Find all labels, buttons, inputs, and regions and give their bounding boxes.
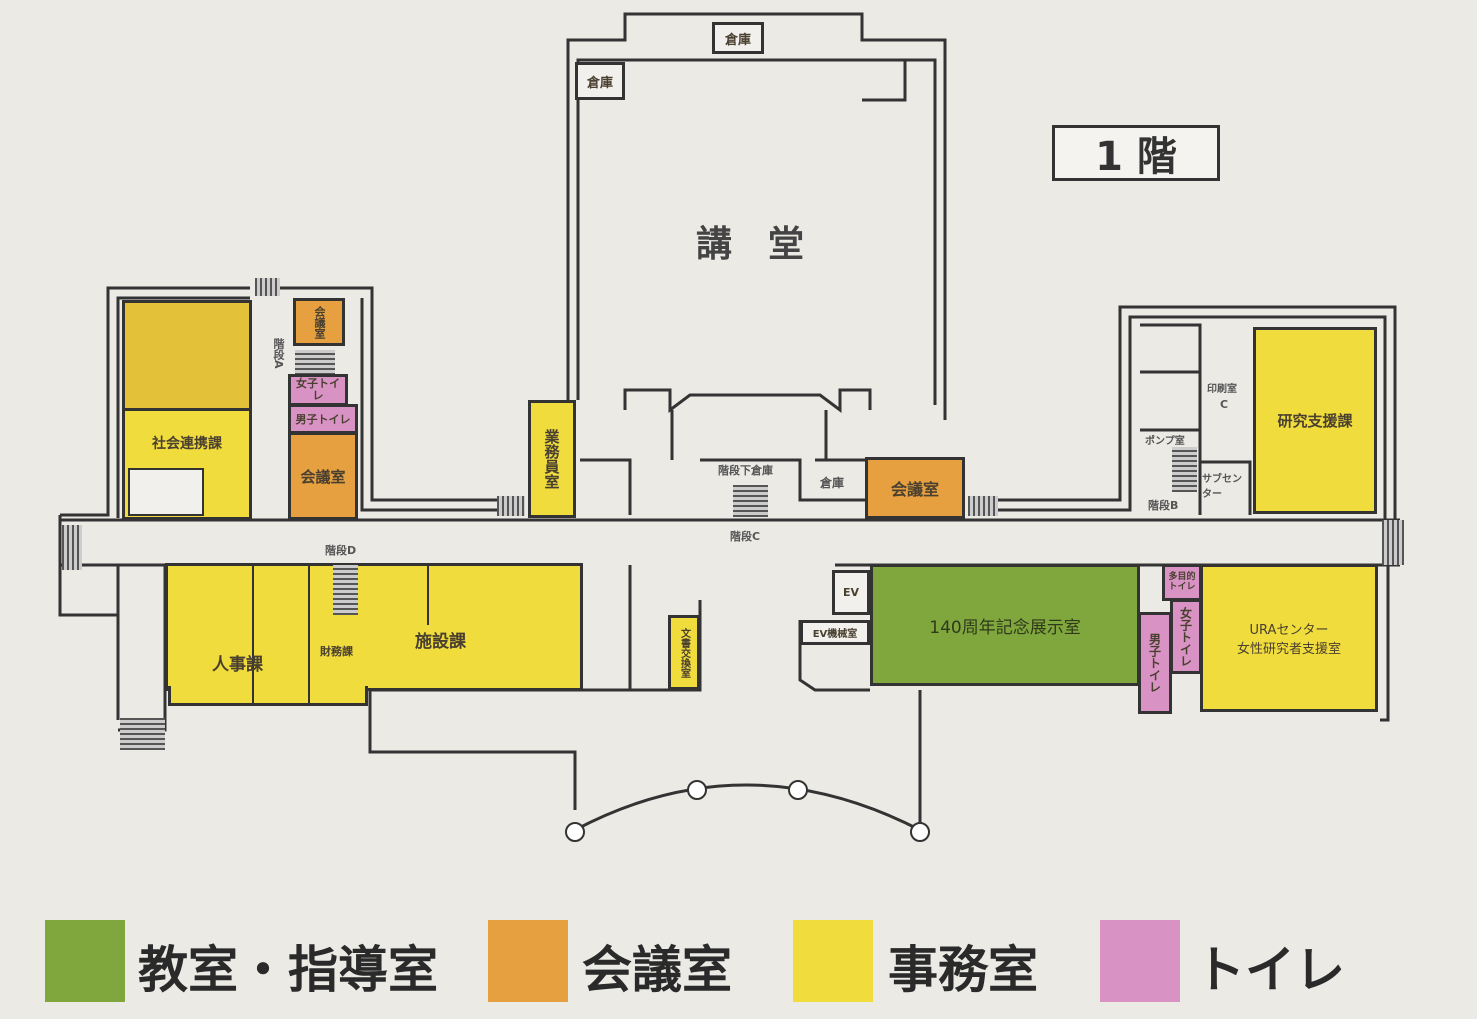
room-multi-toilet: 多目的トイレ (1162, 564, 1202, 601)
room-office-block-lower (168, 686, 368, 706)
stair-under-storage: 階段下倉庫 (718, 464, 773, 477)
room-ev-machine: EV機械室 (800, 620, 870, 645)
room-office-block (165, 563, 583, 691)
stairs-janitor (497, 496, 525, 516)
ura-line1: URAセンター (1249, 623, 1329, 638)
storage-left: 倉庫 (575, 62, 625, 100)
sub-center: サブセンター (1202, 474, 1242, 500)
room-ura-center: URAセンター 女性研究者支援室 (1200, 564, 1378, 712)
room-meeting-right: 会議室 (865, 457, 965, 519)
room-meeting-small: 会議室 (293, 298, 345, 346)
legend-label-meeting: 会議室 (582, 941, 732, 999)
stairs-b-label: 階段B (1148, 499, 1179, 512)
room-research-support: 研究支援課 (1253, 327, 1377, 514)
room-document-exchange: 文書交換室 (668, 615, 700, 690)
room-mens-toilet-right: 男子トイレ (1138, 612, 1172, 714)
stairs-b (1172, 447, 1197, 492)
room-womens-toilet-left: 女子トイレ (288, 374, 348, 406)
room-womens-toilet-right: 女子トイレ (1170, 599, 1202, 674)
room-mens-toilet-left: 男子トイレ (288, 404, 358, 434)
stairs-a (295, 350, 335, 375)
storage-top: 倉庫 (712, 22, 764, 54)
legend-label-toilet: トイレ (1195, 941, 1345, 999)
floor-label: 1 階 (1052, 125, 1220, 181)
divider (252, 565, 254, 705)
legend-swatch-office (793, 920, 873, 1002)
stairs-a-label: 階段A (272, 338, 285, 369)
legend-label-classroom: 教室・指導室 (138, 941, 438, 999)
divider (427, 565, 429, 625)
legend-label-office: 事務室 (888, 941, 1038, 999)
room-janitor: 業務員室 (528, 400, 576, 518)
legend-swatch-toilet (1100, 920, 1180, 1002)
legend-swatch-classroom (45, 920, 125, 1002)
storage-center: 倉庫 (820, 476, 845, 490)
ura-line2: 女性研究者支援室 (1236, 642, 1341, 657)
stairs-top-left (255, 278, 280, 296)
stairs-d-label: 階段D (325, 544, 357, 557)
stairs-c-label: 階段C (730, 530, 761, 543)
hr-label: 人事課 (212, 655, 263, 675)
auditorium: 講 堂 (695, 224, 804, 265)
stairs-right-exit (1382, 520, 1404, 565)
facilities-label: 施設課 (415, 632, 466, 652)
blank-room (128, 468, 204, 516)
print-room: 印刷室 (1207, 384, 1237, 395)
pump-room: ポンプ室 (1145, 436, 1185, 447)
room-meeting-left: 会議室 (288, 432, 358, 520)
stairs-d (333, 565, 358, 615)
finance-label: 財務課 (320, 645, 353, 658)
legend-swatch-meeting (488, 920, 568, 1002)
social-collab-label: 社会連携課 (152, 436, 222, 452)
office-unnamed (122, 300, 252, 412)
print-room-c: C (1220, 398, 1229, 411)
room-exhibition: 140周年記念展示室 (870, 564, 1140, 686)
room-ev: EV (832, 570, 870, 615)
stairs-meeting-right (968, 496, 998, 516)
stairs-bottom-left (120, 718, 165, 750)
stairs-left-exit (62, 525, 82, 570)
divider (308, 565, 310, 705)
stairs-c (733, 485, 768, 517)
